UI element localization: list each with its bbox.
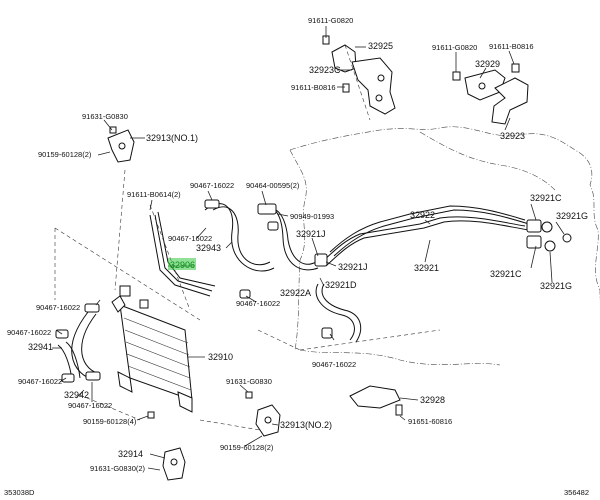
callout-32910[interactable]: 32910 xyxy=(208,352,233,362)
footer-right-code: 356482 xyxy=(564,488,589,497)
callout-91611-G0820-a[interactable]: 91611-G0820 xyxy=(308,16,353,25)
callout-32921G-b[interactable]: 32921G xyxy=(540,281,572,291)
callout-32941[interactable]: 32941 xyxy=(28,342,53,352)
callout-91631-G0830-b[interactable]: 91631-G0830 xyxy=(226,377,272,386)
callout-90467-16022-h[interactable]: 90467-16022 xyxy=(68,401,112,410)
bracket-32923 xyxy=(452,63,529,125)
callout-32913-no1[interactable]: 32913(NO.1) xyxy=(146,133,198,143)
bracket-32925 xyxy=(322,35,396,115)
callout-90464-00595[interactable]: 90464-00595(2) xyxy=(246,181,300,190)
callout-32913-no2[interactable]: 32913(NO.2) xyxy=(280,420,332,430)
callout-32914[interactable]: 32914 xyxy=(118,449,143,459)
callout-90467-16022-e[interactable]: 90467-16022 xyxy=(7,328,51,337)
callout-32921[interactable]: 32921 xyxy=(414,263,439,273)
callout-32921G-a[interactable]: 32921G xyxy=(556,211,588,221)
callout-32943[interactable]: 32943 xyxy=(196,243,221,253)
middle-hoses xyxy=(149,199,333,339)
callout-32921C-a[interactable]: 32921C xyxy=(530,193,562,203)
engine-outline xyxy=(289,126,600,366)
callout-32923C[interactable]: 32923C xyxy=(309,65,341,75)
callout-32921D[interactable]: 32921D xyxy=(325,280,357,290)
callout-32942[interactable]: 32942 xyxy=(64,390,89,400)
callout-90467-16022-c[interactable]: 90467-16022 xyxy=(236,299,280,308)
callout-90467-16022-g[interactable]: 90467-16022 xyxy=(18,377,62,386)
callout-91611-B0816-b[interactable]: 91611-B0816 xyxy=(291,83,335,92)
callout-32906[interactable]: 32906 xyxy=(170,260,195,270)
hoses-32941-32942 xyxy=(55,303,101,383)
callout-labels: 91611-G0820 32925 91611-G0820 91611-B081… xyxy=(7,16,588,473)
callout-32922[interactable]: 32922 xyxy=(410,210,435,220)
callout-90949-01993[interactable]: 90949-01993 xyxy=(290,212,334,221)
callout-91631-G0830-a[interactable]: 91631-G0830 xyxy=(82,112,128,121)
callout-32921J-b[interactable]: 32921J xyxy=(338,262,368,272)
oil-cooler-32910 xyxy=(111,285,193,413)
cooler-tubes xyxy=(315,205,572,343)
callout-91651-60816[interactable]: 91651-60816 xyxy=(408,417,452,426)
bracket-32913-no1 xyxy=(107,126,135,163)
reference-lines xyxy=(54,44,441,431)
callout-90467-16022-d[interactable]: 90467-16022 xyxy=(36,303,80,312)
callout-90467-16022-a[interactable]: 90467-16022 xyxy=(190,181,234,190)
bottom-brackets xyxy=(147,385,403,481)
callout-32928[interactable]: 32928 xyxy=(420,395,445,405)
callout-32922A[interactable]: 32922A xyxy=(280,288,311,298)
callout-32923[interactable]: 32923 xyxy=(500,131,525,141)
highlight-32906 xyxy=(168,258,196,270)
callout-32921J-a[interactable]: 32921J xyxy=(296,229,326,239)
callout-32921C-b[interactable]: 32921C xyxy=(490,269,522,279)
callout-91611-B0614[interactable]: 91611-B0614(2) xyxy=(127,190,181,199)
footer-left-code: 353038D xyxy=(4,488,35,497)
callout-90467-16022-b[interactable]: 90467-16022 xyxy=(168,234,212,243)
callout-32925[interactable]: 32925 xyxy=(368,41,393,51)
callout-90159-60128-2a[interactable]: 90159-60128(2) xyxy=(38,150,92,159)
callout-91611-B0816-a[interactable]: 91611-B0816 xyxy=(489,42,533,51)
callout-91611-G0820-b[interactable]: 91611-G0820 xyxy=(432,43,477,52)
callout-90159-60128-4[interactable]: 90159-60128(4) xyxy=(83,417,137,426)
callout-90159-60128-2b[interactable]: 90159-60128(2) xyxy=(220,443,274,452)
callout-90467-16022-f[interactable]: 90467-16022 xyxy=(312,360,356,369)
callout-32929[interactable]: 32929 xyxy=(475,59,500,69)
callout-91631-G0830-2[interactable]: 91631-G0830(2) xyxy=(90,464,146,473)
